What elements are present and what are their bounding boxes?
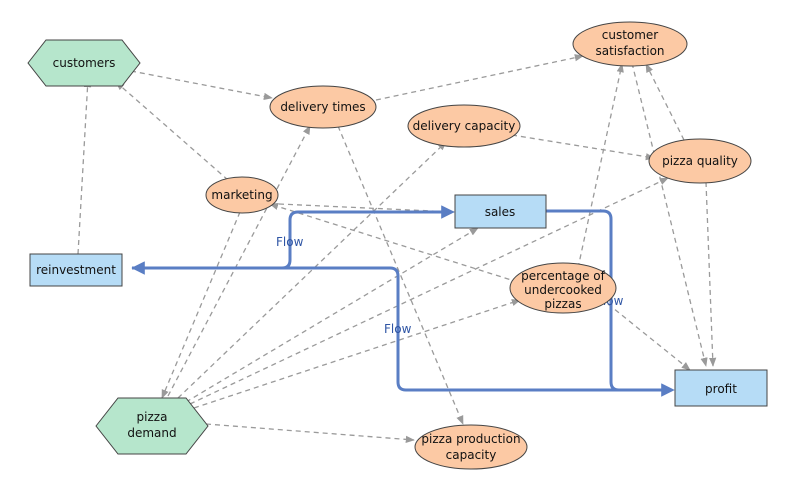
node-customer-satisfaction[interactable]: customer satisfaction [572,21,688,67]
sales-label: sales [485,205,516,219]
customer-satisfaction-shape [572,21,688,67]
link-marketing-to-customers [115,81,229,181]
pizza-production-capacity-shape [414,424,528,470]
node-pizza-demand[interactable]: pizza demand [95,397,209,455]
customer-satisfaction-label-line-1: customer [602,28,659,42]
dependency-links [77,54,717,444]
link-pizza-demand-to-pizza-production-capacity [205,423,415,444]
reinvestment-shape [29,253,123,287]
delivery-times-label: delivery times [280,100,365,114]
marketing-shape [205,176,279,214]
node-pizza-quality[interactable]: pizza quality [648,138,752,184]
node-customers[interactable]: customers [27,39,141,87]
link-delivery-times-to-pizza-production-capacity [337,125,464,425]
link-reinvestment-to-customers [77,78,92,255]
percentage-undercooked-label-line-2: undercooked [524,283,602,297]
sales-shape [454,194,547,229]
node-pizza-production-capacity[interactable]: pizza production capacity [414,424,528,470]
percentage-undercooked-label-line-1: percentage of [521,269,605,283]
link-marketing-to-pizza-demand [161,211,241,399]
pizza-demand-label-line-1: pizza [137,410,168,424]
node-delivery-times[interactable]: delivery times [269,85,377,129]
link-undercooked-to-customer-satisfaction [577,63,624,269]
link-pizza-quality-to-profit [705,181,717,367]
node-delivery-capacity[interactable]: delivery capacity [407,104,521,148]
node-profit[interactable]: profit [674,369,768,407]
pizza-demand-label-line-2: demand [127,426,176,440]
link-pizza-demand-to-delivery-capacity [177,141,447,399]
link-delivery-times-to-customer-satisfaction [375,54,584,101]
node-percentage-undercooked[interactable]: percentage of undercooked pizzas [509,262,617,314]
flow-label-1[interactable]: Flow [276,235,304,249]
pizza-production-capacity-label-line-1: pizza production [421,432,520,446]
percentage-undercooked-shape [509,262,617,314]
reinvestment-label: reinvestment [36,263,116,277]
flow-links [131,205,675,397]
link-pizza-demand-to-undercooked [193,299,521,409]
profit-shape [674,369,768,407]
link-delivery-capacity-to-pizza-quality [511,134,655,161]
link-pizza-demand-to-pizza-quality [189,177,669,405]
link-undercooked-to-profit [607,303,691,371]
node-sales[interactable]: sales [454,194,547,229]
node-reinvestment[interactable]: reinvestment [29,253,123,287]
pizza-quality-shape [648,138,752,184]
flow-label-3[interactable]: Flow [384,322,412,336]
delivery-capacity-shape [407,104,521,148]
flow-profit-to-reinvestment [131,261,672,392]
link-pizza-quality-to-customer-satisfaction [645,63,685,141]
link-customers-to-delivery-times [130,70,273,101]
marketing-label: marketing [211,188,272,202]
delivery-capacity-label: delivery capacity [413,119,516,133]
customer-satisfaction-label-line-2: satisfaction [595,44,664,58]
pizza-quality-label: pizza quality [662,154,738,168]
delivery-times-shape [269,85,377,129]
customers-label: customers [53,56,116,70]
customers-shape [27,39,141,87]
link-pizza-demand-to-delivery-times [167,125,311,397]
pizza-production-capacity-label-line-2: capacity [446,448,497,462]
link-customer-satisfaction-to-profit [631,62,708,367]
percentage-undercooked-label-line-3: pizzas [544,297,581,311]
link-pizza-demand-to-sales [185,227,479,403]
profit-label: profit [705,382,737,396]
node-marketing[interactable]: marketing [205,176,279,214]
pizza-demand-shape [95,397,209,455]
